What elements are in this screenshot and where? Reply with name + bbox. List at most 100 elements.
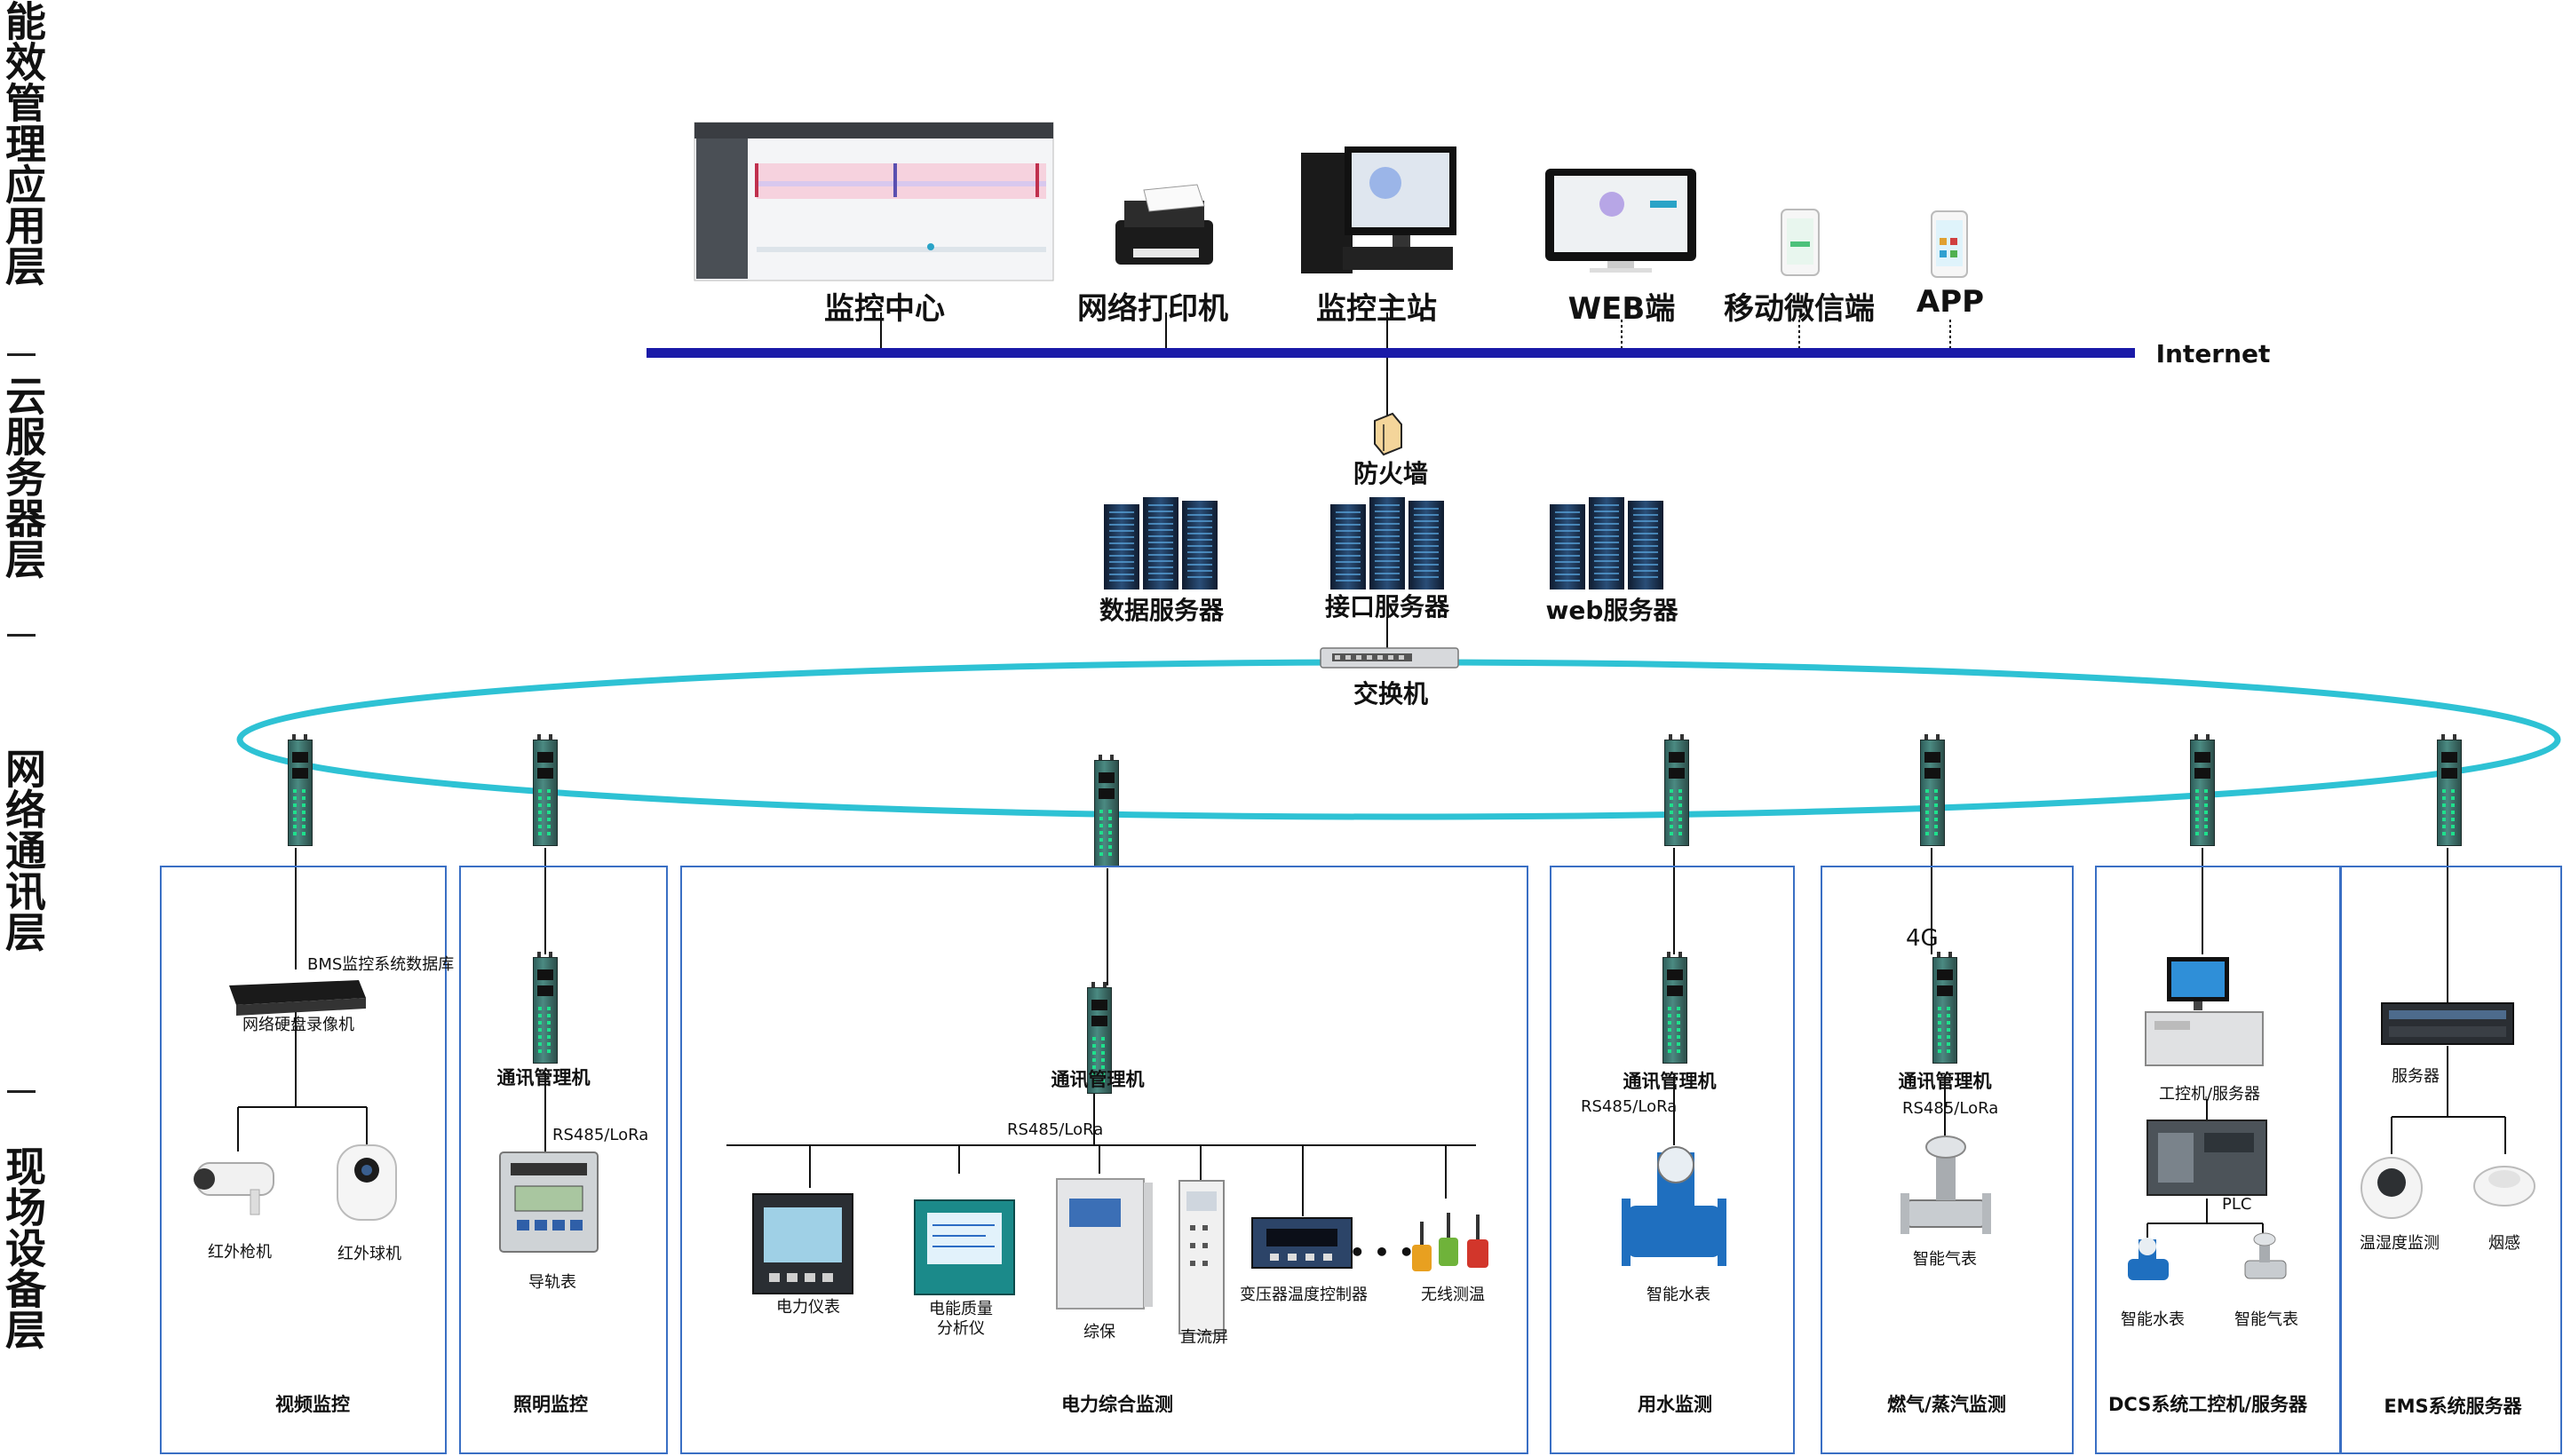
comm-manager-lighting-device <box>529 952 561 1065</box>
label-internet: Internet <box>2155 339 2271 368</box>
power-quality-analyzer-icon <box>914 1199 1015 1295</box>
label-rs485-power: RS485/LoRa <box>1007 1120 1104 1139</box>
comm-manager-power-device <box>1083 982 1115 1096</box>
label-power-meter: 电力仪表 <box>776 1298 840 1317</box>
label-comm-manager-lighting: 通讯管理机 <box>496 1067 591 1088</box>
gateway-gas <box>1916 734 1948 848</box>
label-app: APP <box>1916 284 1985 320</box>
zone-power <box>680 866 1528 1454</box>
layer-field: 现场设备层 <box>0 1145 47 1349</box>
data-server-icon <box>1104 494 1219 590</box>
layer-application: 能效管理应用层 <box>0 0 47 286</box>
gateway-power <box>1091 755 1123 868</box>
layer-separator <box>7 1090 36 1093</box>
zone-title-ems: EMS系统服务器 <box>2384 1396 2522 1417</box>
rack-server-icon <box>2381 1002 2514 1045</box>
label-comm-manager-water: 通讯管理机 <box>1623 1071 1717 1092</box>
zone-title-gas: 燃气/蒸汽监测 <box>1887 1394 2006 1415</box>
power-meter-icon <box>752 1193 853 1294</box>
label-pq-analyzer-2: 分析仪 <box>937 1319 985 1338</box>
layer-separator <box>7 634 36 637</box>
label-ir-ball: 红外球机 <box>337 1245 401 1263</box>
gateway-video <box>284 734 316 848</box>
label-dc-panel: 直流屏 <box>1180 1328 1228 1347</box>
zone-water <box>1550 866 1795 1454</box>
label-ellipsis: • • • <box>1349 1238 1415 1267</box>
smart-gas-meter-icon <box>1900 1136 1991 1234</box>
label-monitor-center: 监控中心 <box>824 291 945 327</box>
label-nvr: 网络硬盘录像机 <box>242 1016 354 1034</box>
ir-ball-camera-icon <box>337 1144 397 1221</box>
zone-lighting <box>459 866 668 1454</box>
temp-humidity-sensor-icon <box>2361 1157 2423 1219</box>
label-smoke: 烟感 <box>2488 1234 2520 1253</box>
wireless-temp-sensors-icon <box>1412 1213 1488 1271</box>
printer-icon <box>1115 184 1213 265</box>
label-rail-meter: 导轨表 <box>528 1273 576 1292</box>
label-pq-analyzer-1: 电能质量 <box>929 1300 993 1318</box>
plc-icon <box>2146 1120 2267 1196</box>
web-server-icon <box>1550 494 1665 590</box>
app-phone-icon <box>1931 210 1968 278</box>
label-gas-meter: 智能气表 <box>1913 1250 1977 1269</box>
label-switch: 交换机 <box>1353 679 1429 708</box>
ir-gun-camera-icon <box>194 1162 274 1215</box>
label-monitor-station: 监控主站 <box>1316 291 1437 327</box>
smart-water-meter-icon <box>1622 1146 1726 1266</box>
protection-relay-icon <box>1056 1178 1153 1310</box>
label-plc: PLC <box>2222 1195 2252 1214</box>
zone-dcs <box>2095 866 2341 1454</box>
gateway-ems <box>2433 734 2465 848</box>
gateway-dcs <box>2186 734 2218 848</box>
label-wireless-temp: 无线测温 <box>1421 1286 1485 1304</box>
label-comm-manager-gas: 通讯管理机 <box>1898 1071 1992 1092</box>
label-comm-manager-power: 通讯管理机 <box>1051 1069 1145 1090</box>
rail-meter-icon <box>499 1151 599 1253</box>
comm-manager-gas-device <box>1929 952 1961 1065</box>
nvr-icon <box>229 980 366 1016</box>
network-switch-icon <box>1320 647 1459 669</box>
label-protection-relay: 综保 <box>1083 1323 1115 1341</box>
label-dcs-gas: 智能气表 <box>2234 1310 2298 1329</box>
zone-title-dcs: DCS系统工控机/服务器 <box>2107 1394 2308 1415</box>
zone-video <box>160 866 447 1454</box>
label-network-printer: 网络打印机 <box>1077 291 1228 327</box>
label-web-server: web服务器 <box>1545 596 1678 625</box>
comm-manager-water-device <box>1659 952 1691 1065</box>
transformer-temp-controller-icon <box>1251 1217 1353 1269</box>
label-mobile-wechat: 移动微信端 <box>1724 291 1875 327</box>
internet-bus <box>647 348 2135 358</box>
monitoring-center-screenshot <box>694 122 1054 281</box>
label-web: WEB端 <box>1567 291 1676 327</box>
label-data-server: 数据服务器 <box>1099 596 1225 625</box>
label-dcs-water: 智能水表 <box>2121 1310 2185 1329</box>
label-rs485-lighting: RS485/LoRa <box>552 1126 649 1144</box>
label-interface-server: 接口服务器 <box>1324 592 1450 621</box>
gateway-water <box>1661 734 1693 848</box>
industrial-pc-icon <box>2145 957 2264 1066</box>
label-rs485-gas: RS485/LoRa <box>1902 1099 1999 1118</box>
web-monitor-icon <box>1545 169 1696 273</box>
dcs-gas-meter-icon <box>2244 1232 2287 1279</box>
label-temp-humidity: 温湿度监测 <box>2360 1234 2440 1253</box>
interface-server-icon <box>1330 494 1446 590</box>
monitor-station-icon <box>1301 146 1456 273</box>
dc-panel-icon <box>1178 1180 1225 1334</box>
smoke-detector-icon <box>2473 1166 2535 1207</box>
label-industrial-pc: 工控机/服务器 <box>2158 1085 2261 1104</box>
label-ir-gun: 红外枪机 <box>208 1243 272 1262</box>
label-4g: 4G <box>1906 925 1939 952</box>
mobile-phone-icon <box>1781 209 1820 276</box>
gateway-lighting <box>529 734 561 848</box>
label-temp-controller: 变压器温度控制器 <box>1240 1286 1368 1304</box>
label-water-meter: 智能水表 <box>1647 1286 1710 1304</box>
zone-gas <box>1821 866 2074 1454</box>
layer-cloud: 云服务器层 <box>0 375 47 579</box>
layer-network: 网络通讯层 <box>0 748 47 952</box>
dcs-water-meter-icon <box>2128 1238 2169 1280</box>
zone-title-water: 用水监测 <box>1638 1394 1712 1415</box>
zone-title-power: 电力综合监测 <box>1061 1394 1173 1415</box>
zone-title-video: 视频监控 <box>275 1394 350 1415</box>
label-bms-db: BMS监控系统数据库 <box>307 955 455 974</box>
